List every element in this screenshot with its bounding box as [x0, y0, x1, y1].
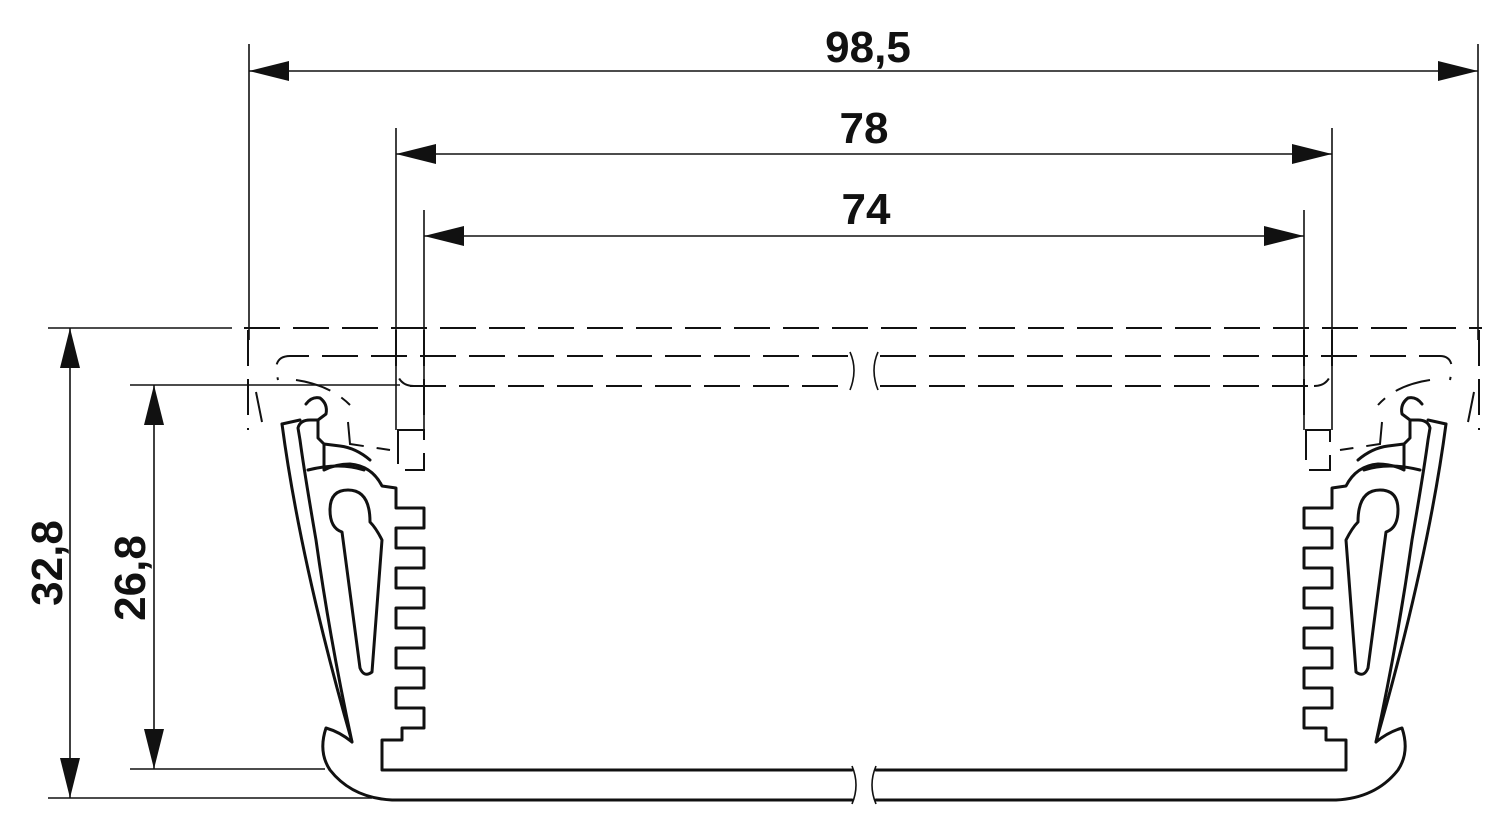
arrow-head: [249, 61, 289, 81]
dimension-label-inner-width: 78: [840, 104, 889, 153]
arrow-head: [144, 385, 164, 425]
arrow-head: [1264, 226, 1304, 246]
dimension-label-clear-width: 74: [842, 185, 891, 234]
profile-right-half: [874, 396, 1448, 802]
cover-outline-dashed: [244, 327, 1482, 471]
break-marks-base: [851, 765, 877, 805]
dimension-label-body-height: 26,8: [106, 535, 155, 621]
arrow-head: [1292, 144, 1332, 164]
profile-left-half: [280, 396, 854, 802]
dimension-inner-width: 78: [395, 104, 1333, 430]
arrow-head: [396, 144, 436, 164]
arrow-head: [1438, 61, 1478, 81]
dimension-label-overall-width: 98,5: [825, 23, 911, 72]
dimension-clear-width: 74: [423, 185, 1305, 430]
arrow-head: [144, 729, 164, 769]
dimension-label-overall-height: 32,8: [23, 520, 72, 606]
dimension-overall-height: 32,8: [23, 327, 372, 799]
arrow-head: [60, 758, 80, 798]
dimension-body-height: 26,8: [106, 384, 400, 770]
arrow-head: [424, 226, 464, 246]
arrow-head: [60, 328, 80, 368]
dimension-overall-width: 98,5: [248, 23, 1479, 340]
